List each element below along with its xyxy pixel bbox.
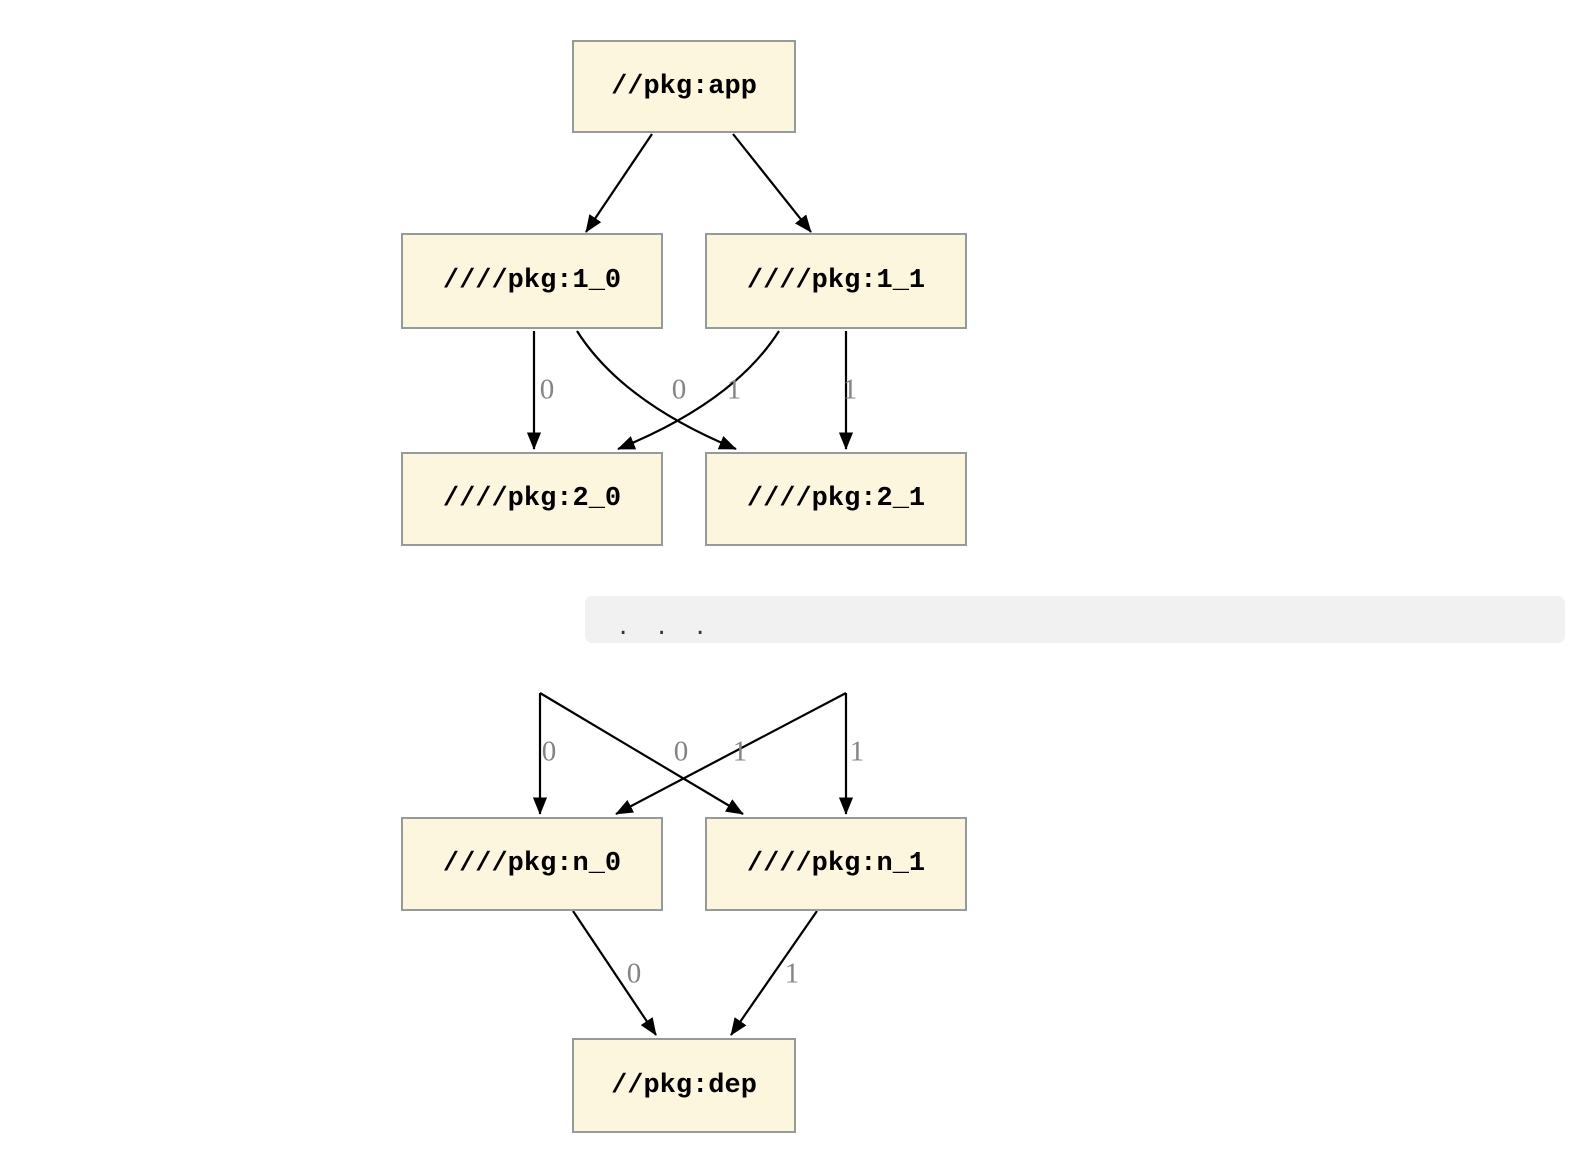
node-pkg-1_0: ////pkg:1_0 xyxy=(401,233,663,329)
edge-1_1-to-2_0 xyxy=(617,330,780,451)
edge-1_0-to-2_1 xyxy=(576,330,737,451)
node-pkg-2_1: ////pkg:2_1 xyxy=(705,452,967,546)
edge-label-1_1-2_0: 0 xyxy=(671,373,687,406)
edge-label-1_1-2_1: 1 xyxy=(842,373,858,406)
edge-label-1_0-2_1: 1 xyxy=(726,373,742,406)
edge-label-ellipsis-n_0-left: 0 xyxy=(541,735,557,768)
edge-n_1-to-dep xyxy=(730,910,818,1036)
node-pkg-dep: //pkg:dep xyxy=(572,1038,796,1133)
node-pkg-2_0: ////pkg:2_0 xyxy=(401,452,663,546)
edge-app-to-1_0 xyxy=(585,133,653,233)
edge-label-n_1-dep: 1 xyxy=(784,957,800,990)
node-pkg-n_1: ////pkg:n_1 xyxy=(705,817,967,911)
edge-label-ellipsis-n_1-cross: 1 xyxy=(732,735,748,768)
edge-n_0-to-dep xyxy=(572,910,657,1036)
edge-ellipsis-to-n_1-cross xyxy=(539,692,744,815)
edge-app-to-1_1 xyxy=(732,133,812,233)
edge-label-n_0-dep: 0 xyxy=(626,957,642,990)
edge-label-ellipsis-n_1-right: 1 xyxy=(849,735,865,768)
node-pkg-app: //pkg:app xyxy=(572,40,796,133)
ellipsis-text: . . . xyxy=(619,611,705,641)
edge-ellipsis-to-n_0-cross xyxy=(615,692,847,815)
node-pkg-n_0: ////pkg:n_0 xyxy=(401,817,663,911)
ellipsis-bar: . . . xyxy=(585,596,1565,643)
edge-label-ellipsis-n_0-cross: 0 xyxy=(673,735,689,768)
node-pkg-1_1: ////pkg:1_1 xyxy=(705,233,967,329)
edge-label-1_0-2_0: 0 xyxy=(539,373,555,406)
